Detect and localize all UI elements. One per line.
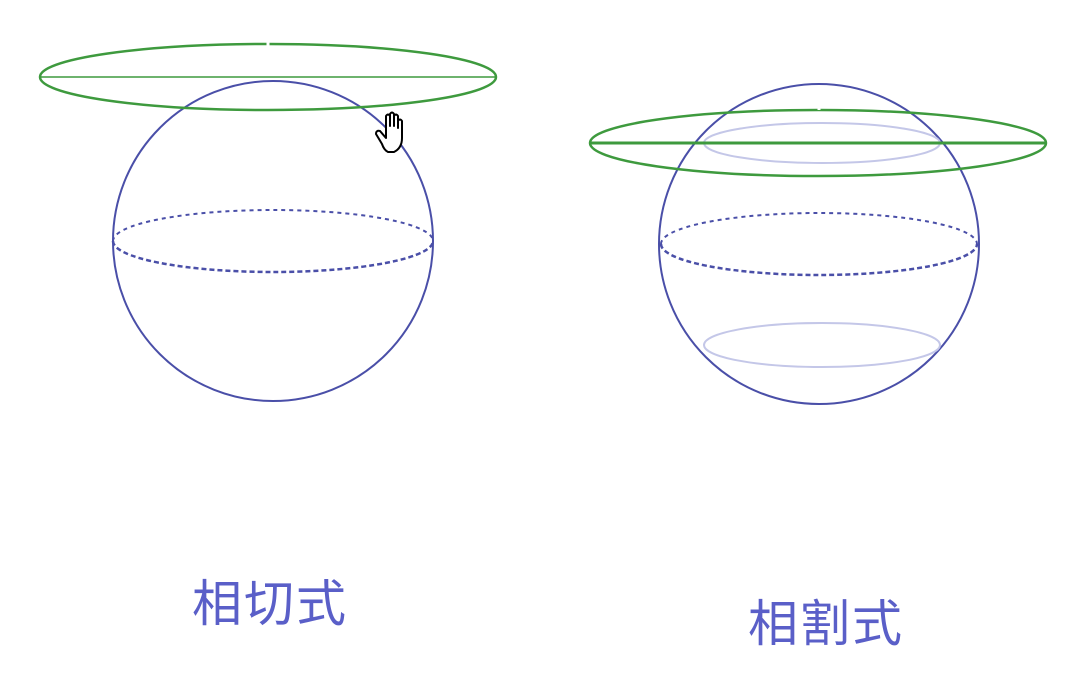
tangent-diagram <box>38 41 498 402</box>
secant-equator-back <box>660 212 978 245</box>
tangent-plane-front <box>38 76 498 112</box>
secant-sphere <box>658 83 980 405</box>
secant-lower-circle <box>703 322 941 368</box>
tangent-equator-front <box>111 240 435 274</box>
secant-diagram <box>588 83 1048 405</box>
caption-tangent: 相切式 <box>192 575 348 633</box>
secant-equator-front <box>659 243 979 277</box>
tangent-equator-back <box>112 209 434 242</box>
hand-pointer-icon <box>375 111 403 153</box>
caption-secant: 相割式 <box>748 595 904 653</box>
tangent-plane-back <box>38 42 498 78</box>
